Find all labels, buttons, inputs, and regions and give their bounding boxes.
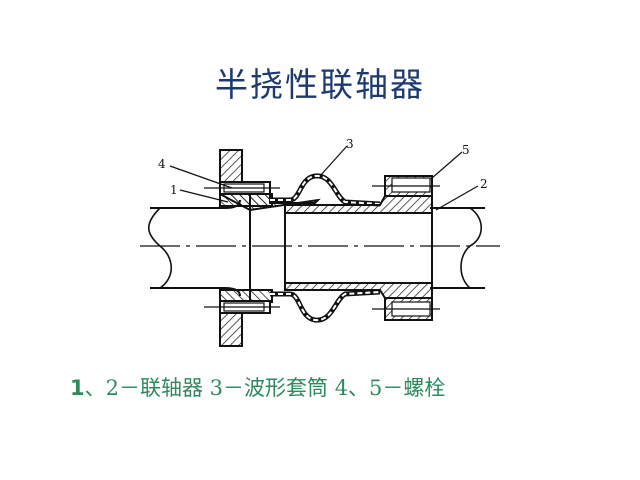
caption-lead-number: 1 — [70, 376, 85, 400]
coupling-cross-section-diagram: 4 1 3 5 2 — [140, 138, 500, 347]
slide-title: 半挠性联轴器 — [215, 65, 425, 104]
part-label-2: 2 — [480, 177, 488, 191]
legend-caption: 1、2－联轴器 3－波形套筒 4、5－螺栓 — [70, 372, 445, 402]
part-label-4: 4 — [158, 157, 166, 171]
part-label-3: 3 — [346, 138, 354, 151]
part-label-5: 5 — [462, 143, 470, 157]
caption-text: 、2－联轴器 3－波形套筒 4、5－螺栓 — [84, 376, 446, 400]
part-label-1: 1 — [170, 183, 178, 197]
